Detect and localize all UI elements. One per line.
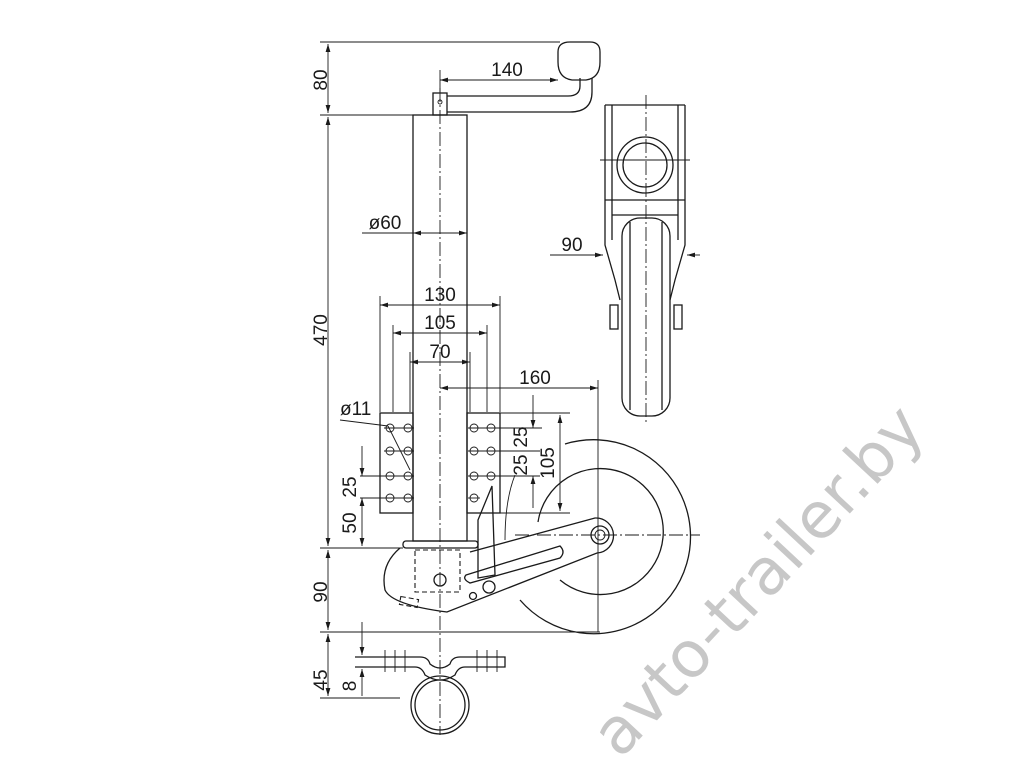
plate-width-dimensions: 130 105 70 160 [379,285,599,632]
dim-140: 140 [491,60,523,81]
dim-90-side: 90 [561,235,582,256]
dim-45: 45 [311,669,332,690]
dim-90-foot: 90 [311,581,332,602]
wheel-side-view [383,439,700,635]
crank-handle: 140 [432,41,601,116]
dim-25-left: 25 [340,476,361,497]
dim-160: 160 [519,368,551,389]
tube: ø60 [362,88,468,735]
overall-height-dimension: 80 470 90 [311,41,600,633]
mounting-plates: ø11 25 50 25 25 105 [339,395,570,546]
dim-8: 8 [340,681,361,692]
clamp-plan-view: 45 8 [311,622,506,735]
dim-d60: ø60 [369,213,402,234]
dim-25-right-a: 25 [511,426,532,447]
dim-25-right-b: 25 [511,454,532,475]
dim-130: 130 [424,285,456,306]
dim-d11: ø11 [340,399,371,420]
dim-50: 50 [340,512,361,533]
dim-70: 70 [429,342,450,363]
dim-105-width: 105 [424,313,456,334]
wheel-front-view: 90 [550,95,700,425]
dim-470: 470 [311,314,332,346]
dim-105-height: 105 [538,447,559,479]
dim-80: 80 [311,69,332,90]
